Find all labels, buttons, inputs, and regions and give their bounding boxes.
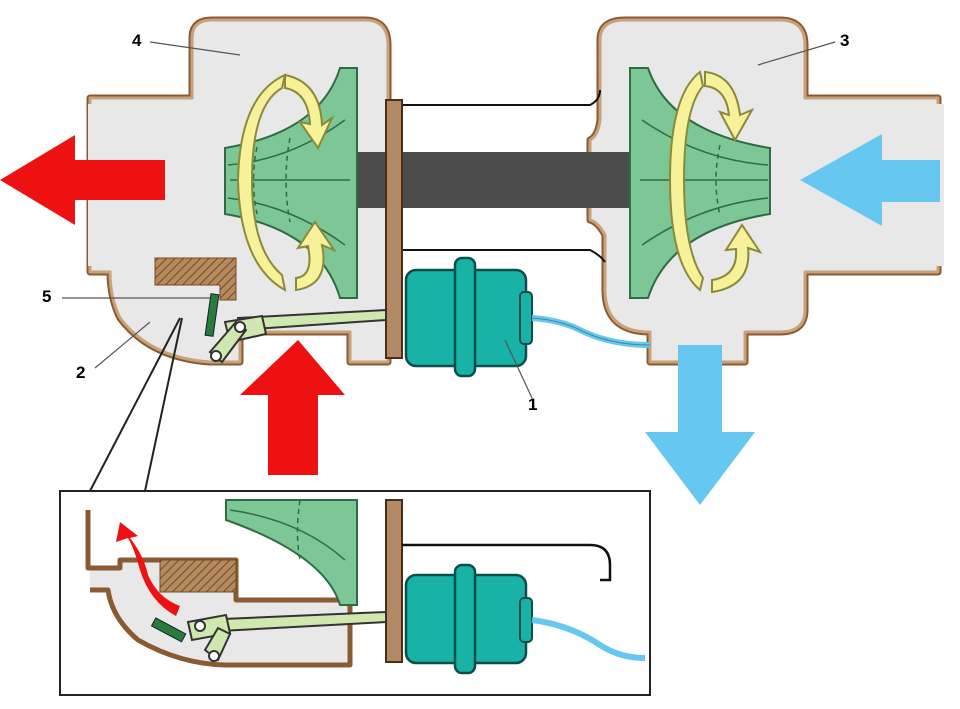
wastegate-seat	[154, 257, 237, 301]
inset-detail	[59, 490, 651, 696]
wastegate-flap	[204, 293, 220, 337]
wastegate-linkage	[208, 308, 387, 364]
bearing-flange	[385, 99, 403, 359]
label-turbine: 4	[132, 31, 142, 50]
rotation-arrow	[668, 70, 763, 294]
zoom-line	[144, 317, 183, 492]
intake-out-arrow	[645, 345, 755, 505]
wastegate-actuator	[404, 256, 651, 378]
exhaust-out-arrow	[0, 135, 165, 225]
bearing-housing	[400, 89, 606, 263]
bypass-flow-arrow	[116, 522, 180, 616]
exhaust-in-arrow	[240, 340, 345, 475]
zoom-line	[89, 317, 181, 492]
label-compressor: 3	[840, 31, 849, 50]
label-wastegate-flap: 5	[42, 287, 51, 306]
label-wastegate-channel: 2	[76, 363, 85, 382]
intake-in-arrow	[800, 134, 940, 226]
label-wastegate-actuator: 1	[528, 395, 537, 414]
rotation-arrow	[236, 73, 337, 292]
leader-lines	[62, 41, 836, 399]
